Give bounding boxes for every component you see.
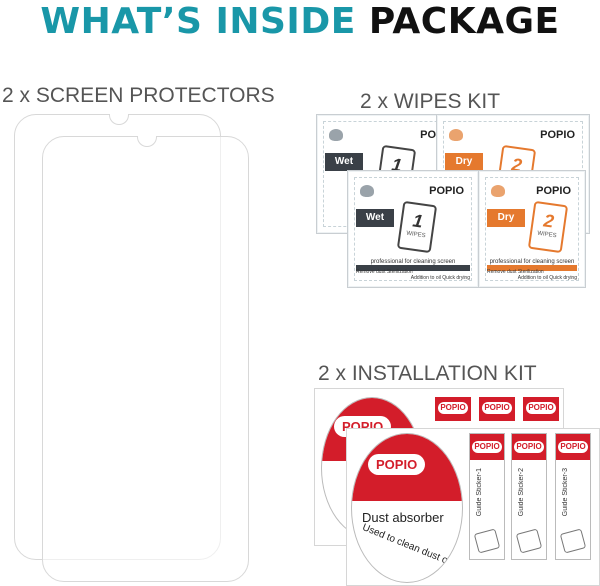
phone-icon: 1 WIPES	[396, 200, 438, 254]
sticker-top: POPIO	[435, 397, 471, 421]
protector-notch	[108, 114, 129, 125]
bullets-right: Addition to oil Quick drying	[410, 275, 470, 281]
title-part-1: WHAT’S INSIDE	[40, 1, 356, 42]
screen-protectors-label: 2 x SCREEN PROTECTORS	[2, 84, 275, 107]
guide-sticker-1: POPIO Guide Sticker-1	[469, 433, 505, 560]
wipe-border	[354, 177, 472, 281]
brand-logo: POPIO	[368, 454, 426, 475]
phone-icon	[559, 528, 587, 554]
droplet-icon	[329, 129, 343, 141]
droplet-icon	[360, 185, 374, 197]
brand-logo: POPIO	[540, 129, 575, 141]
protector-notch	[136, 136, 157, 147]
droplet-icon	[449, 129, 463, 141]
sticker-top: POPIO	[479, 397, 515, 421]
hand-icon	[515, 528, 543, 554]
sticker-top: POPIO	[512, 434, 546, 460]
dry-tag: Dry	[445, 153, 483, 171]
dust-absorber-label: Dust absorber	[362, 510, 444, 525]
guide-sticker-2: POPIO Guide Sticker-2	[511, 433, 547, 560]
sticker-top: POPIO	[523, 397, 559, 421]
brand-logo: POPIO	[429, 185, 464, 197]
sticker-top: POPIO	[470, 434, 504, 460]
wipe-bullets: Remove dust Sterilization Addition to oi…	[487, 269, 577, 281]
wipe-border	[485, 177, 579, 281]
wipe-wet-front: POPIO Wet 1 WIPES professional for clean…	[347, 170, 479, 288]
wipes-kit-label: 2 x WIPES KIT	[360, 90, 501, 113]
guide-sticker-2-label: Guide Sticker-2	[518, 468, 525, 517]
dry-tag: Dry	[487, 209, 525, 227]
title-part-2: PACKAGE	[368, 1, 560, 42]
guide-sticker-3-label: Guide Sticker-3	[562, 468, 569, 517]
guide-sticker-1-label: Guide Sticker-1	[476, 468, 483, 517]
wipe-dry-front: POPIO Dry 2 WIPES professional for clean…	[478, 170, 586, 288]
brand-logo: POPIO	[482, 402, 512, 414]
droplet-icon	[491, 185, 505, 197]
page-title: WHAT’S INSIDE PACKAGE	[0, 0, 600, 44]
wet-tag: Wet	[325, 153, 363, 171]
screen-protector-front	[42, 136, 249, 582]
dust-absorber-circle: POPIO Dust absorber Used to clean dust o…	[351, 433, 463, 583]
brand-logo: POPIO	[536, 185, 571, 197]
used-to-clean-label: Used to clean dust on screen	[360, 522, 463, 581]
guide-sticker-3: POPIO Guide Sticker-3	[555, 433, 591, 560]
brand-logo: POPIO	[526, 402, 556, 414]
brand-logo: POPIO	[472, 441, 502, 453]
wipe-caption: professional for cleaning screen	[489, 259, 575, 265]
wipe-bullets: Remove dust Sterilization Addition to oi…	[356, 269, 470, 281]
wipe-caption: professional for cleaning screen	[370, 259, 456, 265]
brand-logo: POPIO	[514, 441, 544, 453]
brand-logo: POPIO	[558, 441, 588, 453]
brand-logo: POPIO	[438, 402, 468, 414]
wipe-strip	[487, 265, 577, 271]
wipe-strip	[356, 265, 470, 271]
hand-icon	[473, 528, 501, 554]
installation-kit-label: 2 x INSTALLATION KIT	[318, 362, 537, 385]
bullets-left: Remove dust Sterilization	[356, 269, 413, 275]
install-card-front: POPIO Dust absorber Used to clean dust o…	[346, 428, 600, 586]
wet-tag: Wet	[356, 209, 394, 227]
bullets-right: Addition to oil Quick drying	[517, 275, 577, 281]
sticker-top: POPIO	[556, 434, 590, 460]
bullets-left: Remove dust Sterilization	[487, 269, 544, 275]
phone-icon: 2 WIPES	[527, 200, 569, 254]
